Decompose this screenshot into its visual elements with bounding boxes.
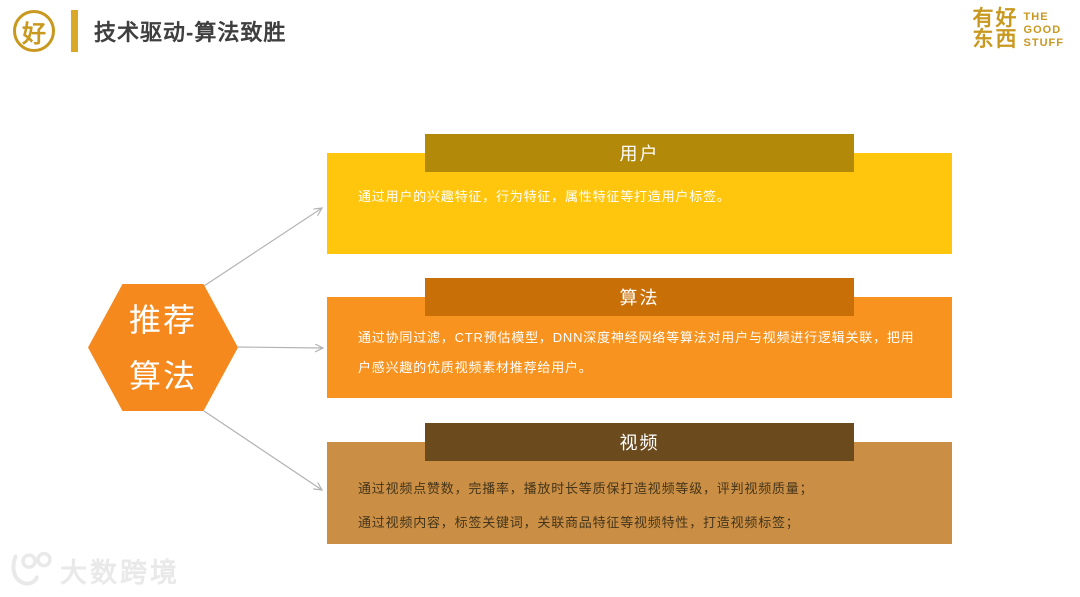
brand-cn-line2: 东西 [972,28,1019,51]
node-user: 用户 通过用户的兴趣特征，行为特征，属性特征等打造用户标签。 [327,134,952,254]
node-video-body: 通过视频点赞数，完播率，播放时长等质保打造视频等级，评判视频质量； 通过视频内容… [358,472,918,540]
arrow-to-algorithm [237,347,323,348]
brand-en-line1: THE [1023,11,1049,23]
header-bar: 好 技术驱动-算法致胜 [13,10,286,52]
node-video-title: 视频 [619,433,660,453]
node-algorithm-body: 通过协同过滤，CTR预估模型，DNN深度神经网络等算法对用户与视频进行逻辑关联，… [358,323,918,383]
brand-cn-line1: 有好 [972,7,1019,30]
brand-logo-english: THE GOOD STUFF [1024,11,1064,50]
brand-en-line3: STUFF [1023,37,1064,49]
node-algorithm-title: 算法 [619,288,660,308]
watermark-100-icon [11,551,52,586]
node-user-body-line1: 通过用户的兴趣特征，行为特征，属性特征等打造用户标签。 [358,189,731,204]
brand-circle-icon: 好 [13,10,55,52]
node-video-body-line2: 通过视频内容，标签关键词，关联商品特征等视频特性，打造视频标签； [358,515,800,530]
hexagon-recommendation-algorithm: 推荐 算法 [88,284,238,411]
brand-en-line2: GOOD [1023,24,1062,36]
brand-circle-char: 好 [22,20,46,48]
node-algorithm: 算法 通过协同过滤，CTR预估模型，DNN深度神经网络等算法对用户与视频进行逻辑… [327,278,952,398]
node-video-header: 视频 [425,423,854,461]
node-user-body: 通过用户的兴趣特征，行为特征，属性特征等打造用户标签。 [358,186,918,208]
hexagon-line1: 推荐 [128,301,197,338]
node-video-body-line1: 通过视频点赞数，完播率，播放时长等质保打造视频等级，评判视频质量； [358,481,814,496]
node-user-header: 用户 [425,134,854,172]
title-accent-bar [71,10,78,52]
watermark-text: 大数跨境 [60,557,180,588]
brand-logo: 有好 东西 THE GOOD STUFF [973,8,1064,50]
node-user-title: 用户 [619,144,660,164]
node-algorithm-body-line1: 通过协同过滤，CTR预估模型，DNN深度神经网络等算法对用户与视频进行逻辑关联，… [358,330,915,375]
hexagon-line2: 算法 [128,357,197,394]
brand-logo-chinese: 有好 东西 [973,8,1019,50]
arrow-to-video [203,410,322,490]
node-algorithm-header: 算法 [425,278,854,316]
watermark: 大数跨境 [8,549,180,591]
arrow-to-user [203,208,322,287]
node-video: 视频 通过视频点赞数，完播率，播放时长等质保打造视频等级，评判视频质量； 通过视… [327,423,952,544]
page-title: 技术驱动-算法致胜 [94,20,287,45]
